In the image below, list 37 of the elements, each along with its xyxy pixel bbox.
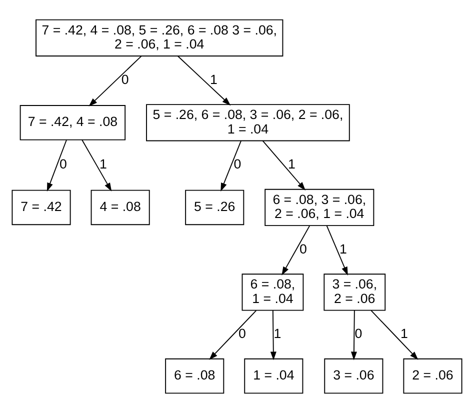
edge-label: 1 (274, 326, 282, 342)
node-box: 3 = .06, 2 = .06 (324, 274, 386, 311)
node-box: 7 = .42 (12, 190, 71, 226)
arrow (370, 310, 418, 360)
edge-label: 1 (339, 241, 347, 256)
node-box: 2 = .06 (403, 358, 462, 394)
node-box: 1 = .04 (244, 358, 304, 394)
arrow (282, 225, 310, 276)
edge-label: 1 (99, 156, 107, 172)
arrow (326, 225, 348, 276)
edge-label: 0 (121, 72, 129, 87)
arrow (209, 310, 257, 360)
node-box: 3 = .06 (324, 358, 384, 394)
arrow (270, 310, 276, 360)
edge-label: 0 (299, 241, 307, 256)
edge-label: 1 (210, 72, 218, 87)
edge-label: 1 (400, 326, 408, 342)
node-box: 5 = .26, 6 = .08, 3 = .06, 2 = .06, 1 = .04 (146, 104, 350, 142)
arrow (46, 140, 67, 192)
node-box: 6 = .08 (165, 358, 224, 394)
arrow (82, 140, 112, 192)
node-box: 7 = .42, 4 = .08 (20, 105, 126, 140)
node-box: 6 = .08, 3 = .06, 2 = .06, 1 = .04 (264, 188, 374, 226)
node-box: 4 = .08 (90, 190, 150, 226)
edge-label: 1 (288, 156, 296, 172)
edge-label: 0 (238, 326, 246, 342)
edge-label: 0 (59, 156, 67, 172)
arrow (350, 310, 357, 360)
arrow (220, 140, 242, 192)
arrow (177, 56, 231, 106)
node-box: 6 = .08, 1 = .04 (242, 274, 304, 311)
edge-label: 0 (234, 156, 242, 172)
node-box: 7 = .42, 4 = .08, 5 = .26, 6 = .08 3 = .06, 2 = .06, 1 = .04 (36, 19, 284, 56)
node-box: 5 = .26 (185, 190, 244, 226)
arrow (88, 56, 142, 106)
edge-label: 0 (354, 326, 362, 342)
arrow (262, 140, 306, 190)
